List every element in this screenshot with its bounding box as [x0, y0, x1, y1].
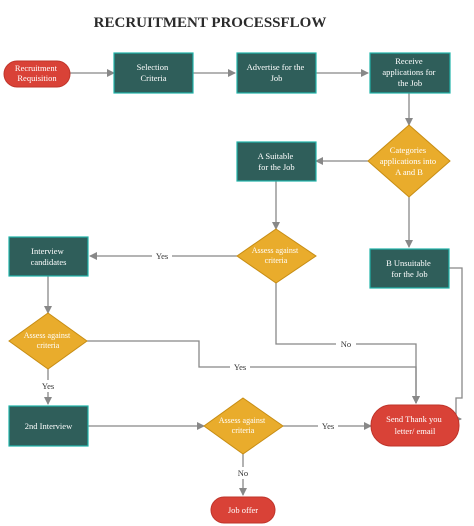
node-job-offer-line1: Job offer	[228, 505, 258, 515]
node-advertise-job-line1: Advertise for the	[247, 62, 305, 72]
node-assess-bottom-line2: criteria	[232, 426, 255, 435]
svg-text:Receive applications for: Receive applications for the Job	[382, 56, 437, 88]
node-advertise-job-line2: Job	[271, 73, 283, 83]
edge-label-yes-left: Yes	[42, 381, 54, 391]
node-selection-criteria-line1: Selection	[137, 62, 169, 72]
node-a-suitable-line2: for the Job	[258, 162, 294, 172]
node-a-suitable-line1: A Suitable	[258, 151, 294, 161]
node-recruitment-requisition[interactable]: Recruitment Requisition	[3, 60, 71, 88]
node-categories-decision[interactable]: Categories applications into A and B	[367, 124, 451, 198]
svg-text:B Unsuitable for the Job: B Unsuitable for the Job	[386, 258, 433, 279]
diagram-title: RECRUITMENT PROCESSFLOW	[94, 15, 327, 31]
node-assess-bottom-decision[interactable]: Assess against criteria	[203, 397, 284, 455]
node-selection-criteria-line2: Criteria	[141, 73, 167, 83]
edge-assess-left-to-thank-you	[87, 340, 420, 404]
node-b-unsuitable-line2: for the Job	[391, 269, 427, 279]
node-receive-applications-line3: the Job	[398, 78, 422, 88]
node-recruitment-requisition-line2: Requisition	[17, 73, 57, 83]
node-a-suitable[interactable]: A Suitable for the Job	[236, 141, 317, 182]
svg-text:Recruitment Requisition: Recruitment Requisition	[15, 63, 59, 83]
svg-text:Assess against criteria: Assess against criteria	[24, 331, 72, 350]
edge-labels: Yes No Yes Yes Yes No	[38, 250, 356, 479]
svg-text:Assess against criteria: Assess against criteria	[252, 246, 300, 265]
node-interview-candidates-line2: candidates	[31, 257, 67, 267]
svg-text:Interview candidates: Interview candidates	[31, 246, 67, 267]
node-interview-candidates-line1: Interview	[31, 246, 64, 256]
node-b-unsuitable[interactable]: B Unsuitable for the Job	[369, 248, 450, 289]
svg-text:2nd Interview: 2nd Interview	[25, 421, 73, 431]
node-categories-line1: Categories	[390, 145, 426, 155]
edge-label-no-bottom: No	[238, 468, 248, 478]
node-job-offer[interactable]: Job offer	[210, 496, 276, 524]
edge-label-no-top: No	[341, 339, 351, 349]
node-assess-top-line1: Assess against	[252, 246, 299, 255]
svg-text:Send Thank you letter/: Send Thank you letter/ email	[386, 414, 444, 436]
node-second-interview-line1: 2nd Interview	[25, 421, 73, 431]
node-assess-top-line2: criteria	[265, 256, 288, 265]
svg-text:A Suitable for the Job: A Suitable for the Job	[258, 151, 296, 172]
svg-text:Assess against criteria: Assess against criteria	[219, 416, 267, 435]
node-categories-line2: applications into	[380, 156, 436, 166]
node-recruitment-requisition-line1: Recruitment	[15, 63, 58, 73]
svg-text:Advertise for the Job: Advertise for the Job	[247, 62, 307, 83]
node-receive-applications-line1: Receive	[395, 56, 423, 66]
edge-b-unsuitable-to-thank-you	[449, 267, 463, 423]
node-b-unsuitable-line1: B Unsuitable	[386, 258, 431, 268]
node-interview-candidates[interactable]: Interview candidates	[8, 236, 89, 277]
node-assess-bottom-line1: Assess against	[219, 416, 266, 425]
node-send-thank-you[interactable]: Send Thank you letter/ email	[370, 404, 460, 447]
edge-label-yes-bottom: Yes	[322, 421, 334, 431]
node-assess-left-decision[interactable]: Assess against criteria	[8, 312, 88, 370]
node-send-thank-you-line2: letter/ email	[395, 426, 436, 436]
node-assess-left-line1: Assess against	[24, 331, 71, 340]
node-selection-criteria[interactable]: Selection Criteria	[113, 52, 194, 94]
node-advertise-job[interactable]: Advertise for the Job	[236, 52, 317, 94]
node-send-thank-you-line1: Send Thank you	[386, 414, 442, 424]
node-receive-applications-line2: applications for	[382, 67, 435, 77]
edge-label-yes-top: Yes	[156, 251, 168, 261]
svg-text:Selection Criteria: Selection Criteria	[137, 62, 171, 83]
node-receive-applications[interactable]: Receive applications for the Job	[369, 52, 451, 94]
svg-text:Job offer: Job offer	[228, 505, 258, 515]
svg-text:Categories applications: Categories applications into A and B	[380, 145, 439, 177]
node-second-interview[interactable]: 2nd Interview	[8, 405, 89, 447]
edge-label-yes-middle: Yes	[234, 362, 246, 372]
node-categories-line3: A and B	[395, 167, 423, 177]
node-assess-top-decision[interactable]: Assess against criteria	[236, 228, 317, 284]
node-assess-left-line2: criteria	[37, 341, 60, 350]
